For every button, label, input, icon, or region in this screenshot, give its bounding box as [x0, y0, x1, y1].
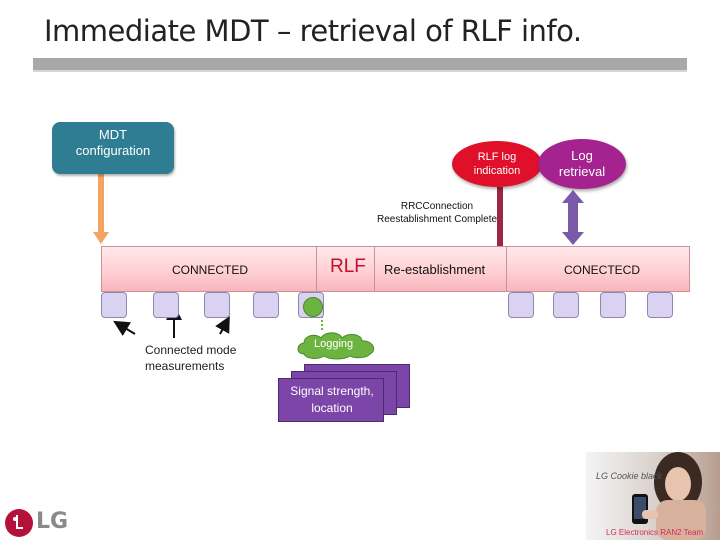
rrc-message-line1: RRCConnection — [400, 201, 474, 212]
state-reestablishment-label: Re-establishment — [384, 262, 486, 277]
mdt-config-arrow-shaft — [98, 174, 104, 236]
mdt-config-arrow-head — [93, 232, 109, 244]
rrc-message-line2: Reestablishment Complete — [376, 214, 498, 225]
signal-line1: Signal strength, — [290, 384, 374, 398]
measurement-cell — [101, 292, 127, 318]
promo-credit: LG Electronics RAN2 Team — [606, 528, 704, 537]
band-divider-rlf-start — [316, 246, 317, 292]
state-conectecd-label: CONECTECD — [564, 263, 641, 277]
state-connected-label: CONNECTED — [172, 263, 249, 277]
measurement-cell — [647, 292, 673, 318]
measurement-arrow-left — [113, 320, 136, 336]
page-title: Immediate MDT – retrieval of RLF info. — [44, 14, 582, 48]
promo-photo-figure — [632, 452, 706, 540]
band-divider-rlf-end — [374, 246, 375, 292]
signal-strength-label: Signal strength, location — [278, 383, 386, 417]
log-retrieval-arrow-shaft — [568, 200, 578, 234]
signal-line2: location — [311, 401, 353, 415]
lg-logo-text: LG — [36, 509, 69, 534]
rlf-log-indication-line1: RLF log — [477, 151, 517, 163]
connected-mode-measurements-label: Connected mode measurements — [145, 342, 236, 374]
logging-label: Logging — [314, 338, 354, 350]
mdt-config-line1: MDT — [98, 127, 128, 142]
state-rlf-label: RLF — [330, 256, 366, 277]
promo-brand: LG Cookie black — [596, 471, 663, 481]
mdt-config-line2: configuration — [75, 143, 151, 158]
promo-photo — [586, 452, 720, 540]
rlf-log-indication-ellipse: RLF log indication — [452, 141, 542, 187]
measurement-cell — [508, 292, 534, 318]
band-divider-reest-end — [506, 246, 507, 292]
measurement-cell — [253, 292, 279, 318]
logging-trigger-dot — [303, 297, 323, 317]
rlf-log-indication-line2: indication — [473, 165, 521, 177]
title-rule — [33, 58, 687, 70]
log-retrieval-arrow-head-down — [562, 232, 584, 245]
timeline-band — [101, 246, 690, 292]
measurement-cell — [600, 292, 626, 318]
cm-line1: Connected mode — [145, 343, 237, 357]
measurement-cell — [553, 292, 579, 318]
measurement-cell — [153, 292, 179, 318]
logging-cloud — [297, 332, 375, 360]
log-retrieval-line1: Log — [571, 148, 593, 163]
cm-line2: measurements — [145, 359, 225, 373]
measurement-arrow-right — [215, 315, 230, 335]
measurement-cell — [204, 292, 230, 318]
lg-logo-icon — [5, 509, 33, 537]
rlf-indication-connector — [497, 187, 503, 246]
log-retrieval-line2: retrieval — [558, 164, 606, 179]
log-retrieval-arrow-head-up — [562, 190, 584, 203]
title-rule-shadow — [33, 70, 687, 72]
signal-page-front — [278, 378, 384, 422]
